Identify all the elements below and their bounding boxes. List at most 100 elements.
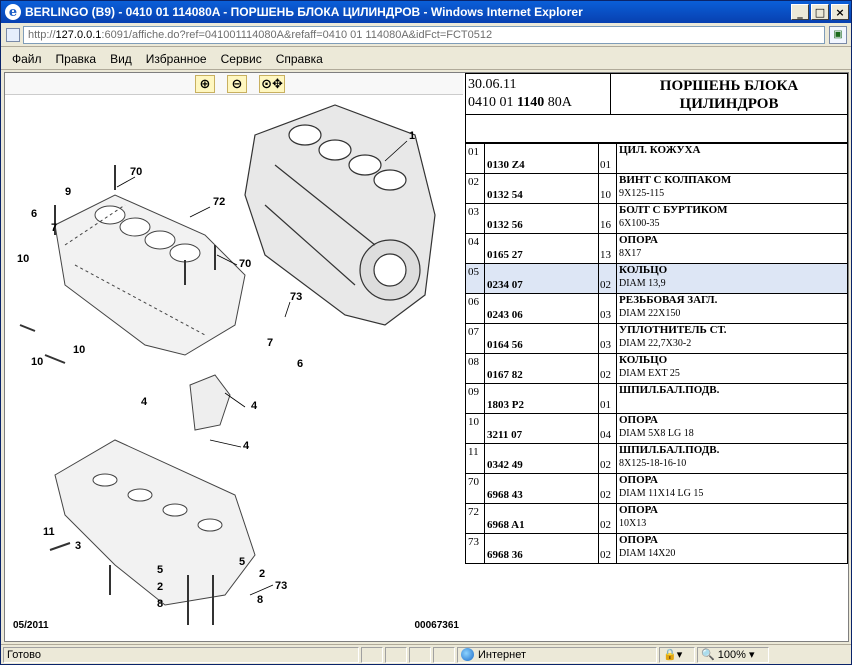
page-icon — [6, 27, 20, 42]
menu-edit[interactable]: Правка — [55, 51, 97, 66]
address-input[interactable]: http://127.0.0.1:6091/affiche.do?ref=041… — [23, 25, 825, 44]
engine-block-exploded — [54, 194, 246, 356]
part-description: ШПИЛ.БАЛ.ПОДВ.8X125-18-16-10 — [616, 443, 848, 474]
menu-tools[interactable]: Сервис — [220, 51, 262, 66]
header-title-line1: ПОРШЕНЬ БЛОКА — [659, 78, 799, 94]
part-quantity: 02 — [598, 533, 617, 564]
zoom-selector[interactable]: 🔍 100% ▾ — [697, 646, 769, 663]
address-bar: http://127.0.0.1:6091/affiche.do?ref=041… — [1, 23, 851, 47]
callout-2-right: 2 — [259, 568, 265, 580]
callout-73-bottom: 73 — [275, 580, 287, 592]
part-name: ЦИЛ. КОЖУХА — [619, 144, 701, 156]
exploded-parts-diagram[interactable]: 1 70 9 72 6 7 10 70 73 10 10 7 6 4 4 4 1 — [5, 95, 463, 641]
diagram-reference: 00067361 — [414, 620, 460, 631]
callout-5-right: 5 — [239, 556, 245, 568]
callout-1: 1 — [409, 130, 415, 142]
part-spec: 10X13 — [619, 518, 647, 529]
compatibility-view-icon[interactable]: ▣ — [829, 25, 847, 44]
part-number: 11 — [465, 443, 485, 474]
callout-73-top: 73 — [290, 291, 302, 303]
page-content: ⊕ ⊖ ⊙✥ — [4, 72, 849, 642]
callout-8-left: 8 — [157, 598, 163, 610]
part-spec: DIAM 22X150 — [619, 308, 681, 319]
menu-file[interactable]: Файл — [12, 51, 42, 66]
part-quantity: 13 — [598, 233, 617, 264]
part-name: РЕЗЬБОВАЯ ЗАГЛ. — [619, 294, 718, 306]
lower-crankcase — [54, 439, 256, 606]
title-bar[interactable]: e BERLINGO (B9) - 0410 01 114080A - ПОРШ… — [1, 1, 851, 23]
part-spec: DIAM 5X8 LG 18 — [619, 428, 694, 439]
callout-11: 11 — [43, 526, 55, 538]
header-code: 0410 01 1140 80A — [468, 94, 608, 112]
header-code-suffix: 80A — [544, 95, 572, 110]
protected-mode-icon[interactable]: 🔒▾ — [659, 646, 695, 663]
part-number: 07 — [465, 323, 485, 354]
maximize-button[interactable]: □ — [811, 4, 829, 20]
parts-list-pane: 30.06.11 0410 01 1140 80A ПОРШЕНЬ БЛОКА … — [465, 73, 848, 641]
callout-70-mid: 70 — [239, 258, 251, 270]
zoom-out-icon[interactable]: ⊖ — [227, 75, 247, 93]
part-number: 01 — [465, 143, 485, 174]
part-name: ОПОРА — [619, 534, 658, 546]
part-description: УПЛОТНИТЕЛЬ СТ.DIAM 22,7X30-2 — [616, 323, 848, 354]
callout-4-b: 4 — [251, 400, 258, 412]
part-description: ШПИЛ.БАЛ.ПОДВ. — [616, 383, 848, 414]
security-zone[interactable]: Интернет — [457, 646, 657, 663]
part-reference: 0132 56 — [484, 203, 599, 234]
part-spec: 8X17 — [619, 248, 642, 259]
part-number: 02 — [465, 173, 485, 204]
callout-4-c: 4 — [243, 440, 250, 452]
menu-help[interactable]: Справка — [275, 51, 323, 66]
callout-2-left: 2 — [157, 581, 163, 593]
part-name: ОПОРА — [619, 504, 658, 516]
part-quantity: 02 — [598, 443, 617, 474]
menu-view[interactable]: Вид — [110, 51, 132, 66]
part-quantity: 03 — [598, 323, 617, 354]
part-reference: 6968 A1 — [484, 503, 599, 534]
part-reference: 0243 06 — [484, 293, 599, 324]
part-quantity: 01 — [598, 143, 617, 174]
part-reference: 0342 49 — [484, 443, 599, 474]
part-number: 04 — [465, 233, 485, 264]
part-spec: 6X100-35 — [619, 218, 660, 229]
part-quantity: 10 — [598, 173, 617, 204]
part-number: 03 — [465, 203, 485, 234]
leader-lines — [116, 140, 408, 596]
part-quantity: 02 — [598, 353, 617, 384]
bolts — [19, 165, 216, 625]
callout-10-a: 10 — [17, 253, 29, 265]
part-reference: 0167 82 — [484, 353, 599, 384]
minimize-button[interactable]: _ — [791, 4, 809, 20]
zoom-in-icon[interactable]: ⊕ — [195, 75, 215, 93]
part-number: 70 — [465, 473, 485, 504]
close-button[interactable]: × — [831, 4, 849, 20]
menu-favorites[interactable]: Избранное — [145, 51, 207, 66]
status-cell-empty-4 — [433, 646, 455, 663]
header-title: ПОРШЕНЬ БЛОКА ЦИЛИНДРОВ — [611, 74, 847, 114]
part-quantity: 04 — [598, 413, 617, 444]
pan-zoom-icon[interactable]: ⊙✥ — [259, 75, 285, 93]
header-date: 30.06.11 — [468, 77, 517, 92]
